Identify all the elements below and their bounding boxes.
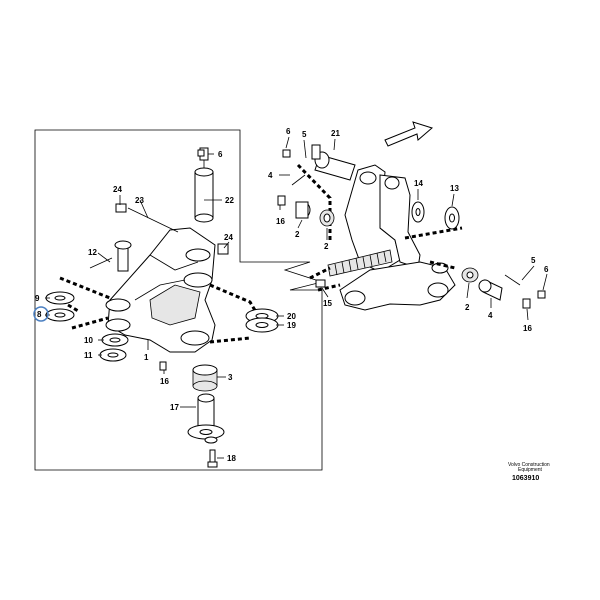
- callout-18: 18: [227, 454, 236, 463]
- callout-16: 16: [160, 377, 169, 386]
- bolt-5-left: [291, 174, 306, 186]
- callout-13: 13: [450, 184, 459, 193]
- callout-labels: 6 22 24 23 24 12 9 8 10 11 1 16 3 17 18 …: [35, 127, 549, 463]
- screw-16-right: [522, 298, 531, 309]
- washer-13: [444, 206, 460, 230]
- bushing-3: [192, 364, 218, 392]
- callout-5: 5: [302, 130, 307, 139]
- callout-4: 4: [268, 171, 273, 180]
- callout-16b: 16: [276, 217, 285, 226]
- bushing-2-right: [461, 267, 479, 283]
- detail-frame: [34, 129, 324, 471]
- callout-10: 10: [84, 336, 93, 345]
- highlight-circle: [33, 306, 49, 322]
- callout-15: 15: [323, 299, 332, 308]
- callout-24: 24: [113, 185, 122, 194]
- callout-6: 6: [218, 150, 223, 159]
- washer-9: [45, 291, 75, 305]
- callout-9: 9: [35, 294, 40, 303]
- washer-10: [101, 333, 129, 347]
- caption-line1: Volvo Construction: [508, 462, 550, 468]
- caption-line2: Equipment: [518, 467, 543, 473]
- callout-12: 12: [88, 248, 97, 257]
- washer-19: [245, 317, 279, 333]
- washer-11: [99, 348, 127, 362]
- screw-16: [159, 361, 167, 371]
- callout-2: 2: [295, 230, 300, 239]
- callout-17: 17: [170, 403, 179, 412]
- bushing-4-left: [295, 201, 311, 219]
- washer-8: [45, 308, 75, 322]
- pin-17: [187, 393, 225, 444]
- bolt-12: [89, 240, 132, 272]
- callout-14: 14: [414, 179, 423, 188]
- reference-number: 1063910: [512, 475, 539, 482]
- callout-24b: 24: [224, 233, 233, 242]
- leader-lines: [45, 136, 548, 459]
- callout-5b: 5: [531, 256, 536, 265]
- bushing-2-left: [319, 209, 335, 227]
- callout-1: 1: [144, 353, 149, 362]
- bracket-assembly: [59, 227, 264, 353]
- bolt-18: [207, 449, 218, 468]
- callout-6c: 6: [544, 265, 549, 274]
- bolt-5-right: [504, 274, 521, 286]
- callout-2c: 2: [465, 303, 470, 312]
- block-24b: [217, 243, 229, 255]
- bolt-15: [315, 279, 326, 288]
- callout-2b: 2: [324, 242, 329, 251]
- washer-14: [411, 201, 425, 223]
- bolt-6-top: [197, 149, 205, 157]
- callout-11: 11: [84, 351, 93, 360]
- direction-arrow-icon: [384, 121, 434, 147]
- bolt-6-right: [537, 290, 546, 299]
- rod-23: [115, 203, 179, 233]
- callout-21: 21: [331, 129, 340, 138]
- bolt-6-left: [282, 149, 291, 158]
- callout-6b: 6: [286, 127, 291, 136]
- callout-20: 20: [287, 312, 296, 321]
- pin-22: [194, 147, 214, 223]
- callout-4b: 4: [488, 311, 493, 320]
- callout-8: 8: [37, 310, 42, 319]
- callout-3: 3: [228, 373, 233, 382]
- pin-21: [311, 144, 356, 181]
- boom-foot-assembly: [296, 163, 463, 311]
- callout-23: 23: [135, 196, 144, 205]
- bushing-4-right: [478, 279, 503, 301]
- screw-16-left: [277, 195, 286, 206]
- callout-19: 19: [287, 321, 296, 330]
- callout-16c: 16: [523, 324, 532, 333]
- callout-22: 22: [225, 196, 234, 205]
